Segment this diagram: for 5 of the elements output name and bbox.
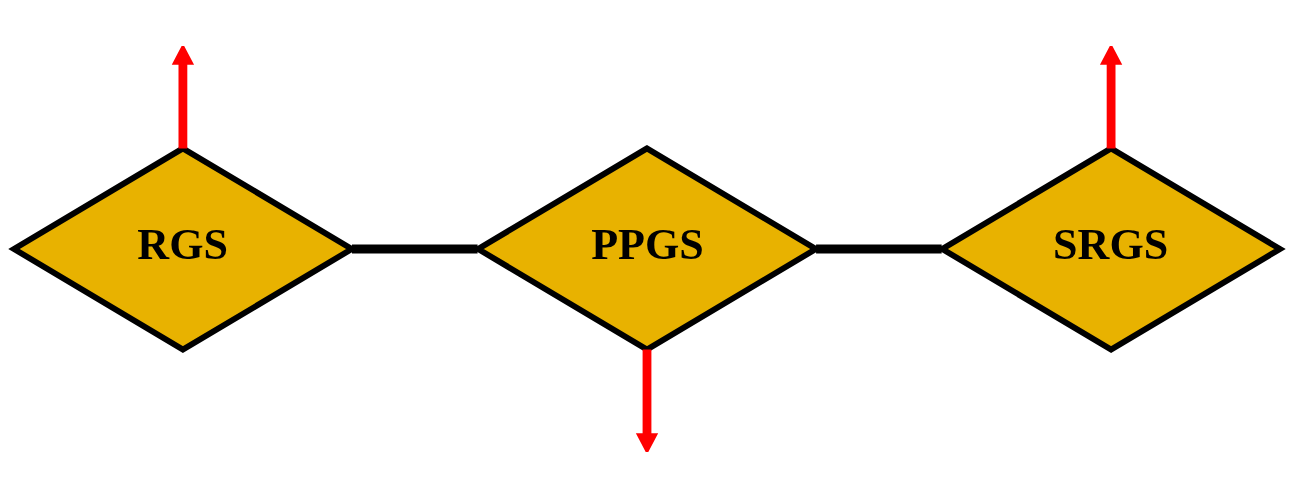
arrow bbox=[171, 45, 195, 148]
connector bbox=[351, 244, 478, 253]
arrow bbox=[635, 349, 659, 452]
connector bbox=[816, 244, 942, 253]
arrow bbox=[1099, 45, 1123, 148]
